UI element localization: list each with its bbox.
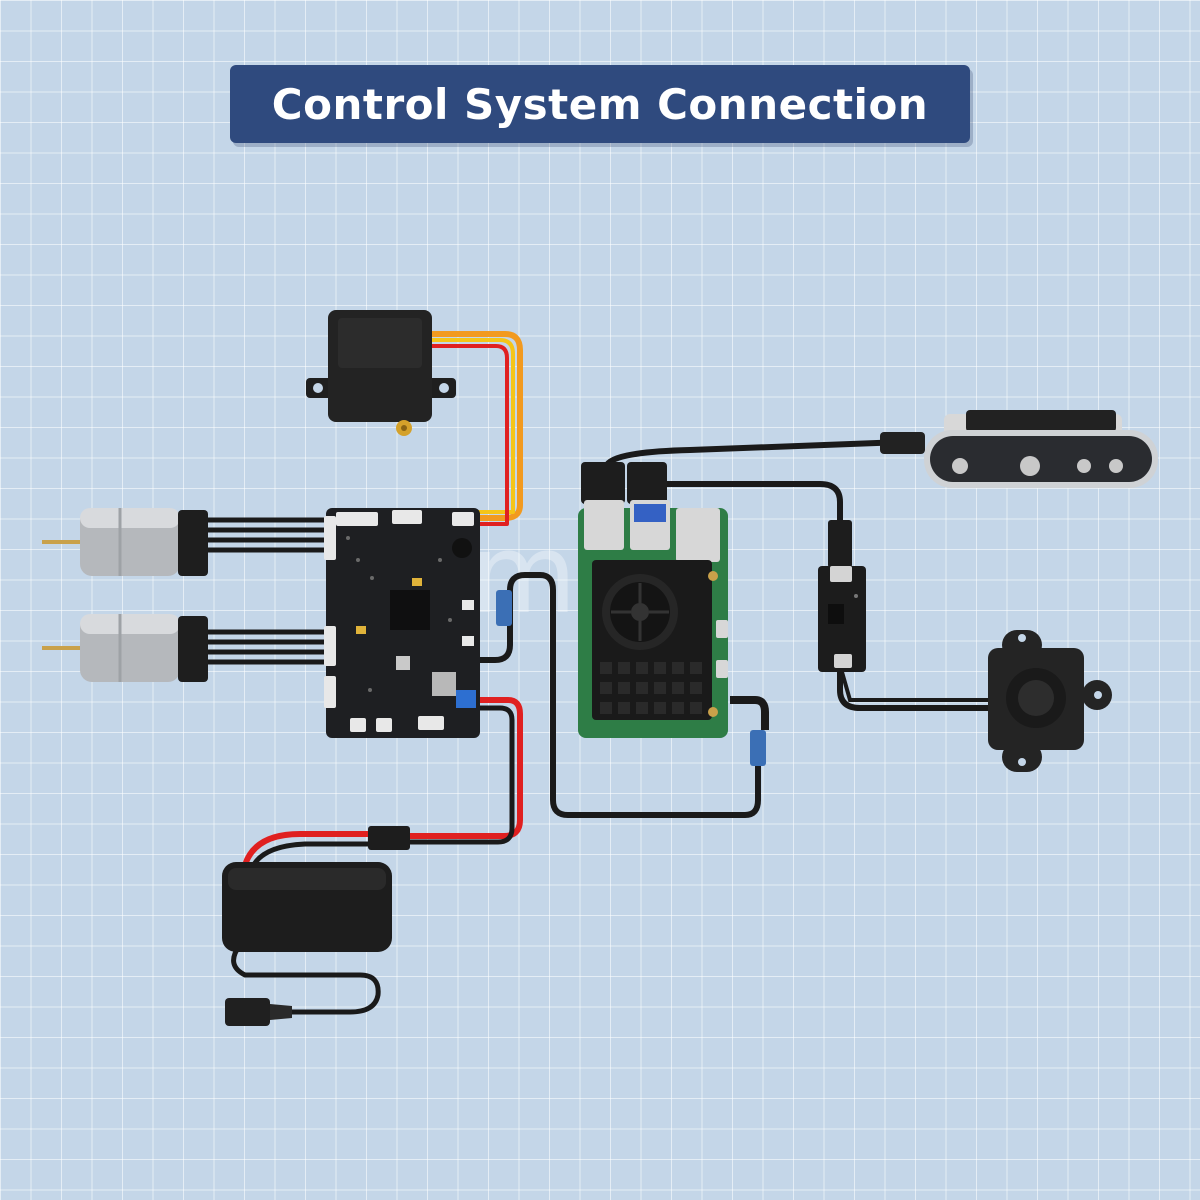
dc-motor-bottom xyxy=(42,614,208,682)
lidar-sensor xyxy=(988,630,1112,772)
title-banner: Control System Connection xyxy=(230,65,970,143)
dc-motor-top xyxy=(42,508,208,576)
barrel-jack xyxy=(225,998,270,1026)
depth-camera xyxy=(924,410,1158,488)
single-board-computer xyxy=(578,500,728,738)
page-title: Control System Connection xyxy=(271,79,929,129)
battery-pack xyxy=(222,862,392,952)
usb-plug xyxy=(750,730,766,766)
usb-plug xyxy=(496,590,512,626)
battery-connector xyxy=(368,826,410,850)
servo-cable xyxy=(429,331,523,526)
motor-top-cable xyxy=(205,517,330,553)
motor-bottom-cable xyxy=(205,629,330,665)
usb-plug xyxy=(581,462,625,504)
servo-motor xyxy=(306,310,456,436)
usb-adapter-board xyxy=(818,566,866,672)
motor-controller-board xyxy=(324,508,480,738)
barrel-cable xyxy=(231,943,381,1015)
usb-plug xyxy=(627,462,667,504)
controller-sbc-cable xyxy=(475,572,761,818)
